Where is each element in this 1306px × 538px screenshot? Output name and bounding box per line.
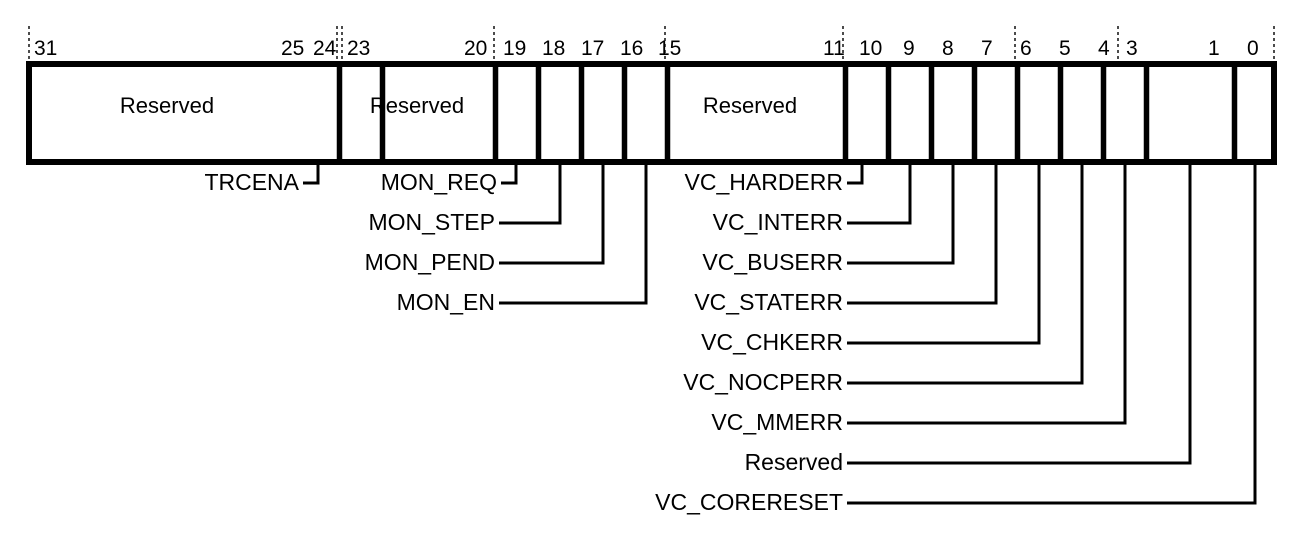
callout-label-vc-corereset: VC_CORERESET <box>655 489 843 515</box>
bit-number-19: 19 <box>503 37 526 60</box>
callout-leader-vc-staterr <box>847 162 998 305</box>
field-label-reserved: Reserved <box>703 93 797 118</box>
bit-number-8: 8 <box>942 37 954 60</box>
callout-label-trcena: TRCENA <box>204 169 299 195</box>
bit-number-7: 7 <box>981 37 993 60</box>
field-label-reserved: Reserved <box>370 93 464 118</box>
callout-label-vc-interr: VC_INTERR <box>713 209 843 235</box>
callout-label-vc-harderr: VC_HARDERR <box>685 169 843 195</box>
callout-label-vc-chkerr: VC_CHKERR <box>701 329 843 355</box>
callout-label-reserved: Reserved <box>745 449 843 475</box>
callout-leader-vc-interr <box>847 162 912 225</box>
callout-leader-vc-harderr <box>847 162 864 185</box>
callout-label-vc-mmerr: VC_MMERR <box>711 409 843 435</box>
callout-label-mon-req: MON_REQ <box>381 169 497 195</box>
bit-number-18: 18 <box>542 37 565 60</box>
bit-number-23: 23 <box>347 37 370 60</box>
callout-leader-mon-step <box>499 162 562 225</box>
callout-leader-mon-pend <box>499 162 605 265</box>
callout-label-vc-staterr: VC_STATERR <box>694 289 843 315</box>
bit-number-6: 6 <box>1020 37 1032 60</box>
callout-leader-reserved <box>847 162 1192 465</box>
register-box <box>26 61 1277 165</box>
box-field-labels: Reserved Reserved Reserved <box>120 93 797 118</box>
bit-number-11: 11 <box>823 37 845 60</box>
callout-leader-mon-req <box>501 162 518 185</box>
bit-number-17: 17 <box>581 37 604 60</box>
bit-boundary-ticks <box>28 26 1275 64</box>
callout-leader-vc-corereset <box>847 162 1257 505</box>
bit-number-10: 10 <box>859 37 882 60</box>
callout-leader-mon-en <box>499 162 648 305</box>
callout-label-mon-pend: MON_PEND <box>365 249 495 275</box>
callout-leader-vc-buserr <box>847 162 955 265</box>
callout-leader-trcena <box>303 162 320 185</box>
bit-number-15: 15 <box>658 37 681 60</box>
bit-number-25: 25 <box>281 37 304 60</box>
bit-number-31: 31 <box>34 37 57 60</box>
bit-number-24: 24 <box>313 37 337 60</box>
bit-number-0: 0 <box>1247 37 1259 60</box>
bit-number-16: 16 <box>620 37 643 60</box>
callout-leader-vc-nocperr <box>847 162 1084 385</box>
callout-leader-lines <box>303 162 1257 505</box>
bit-number-3: 3 <box>1126 37 1138 60</box>
callout-leader-vc-chkerr <box>847 162 1041 345</box>
callout-label-mon-step: MON_STEP <box>368 209 495 235</box>
callout-label-vc-buserr: VC_BUSERR <box>702 249 843 275</box>
callout-leader-vc-mmerr <box>847 162 1127 425</box>
field-label-reserved: Reserved <box>120 93 214 118</box>
callout-label-vc-nocperr: VC_NOCPERR <box>683 369 843 395</box>
bit-number-9: 9 <box>903 37 915 60</box>
bit-number-20: 20 <box>464 37 487 60</box>
callout-labels: TRCENA MON_REQ MON_STEP MON_PEND MON_EN VC_HA… <box>204 169 843 515</box>
bit-number-4: 4 <box>1098 37 1110 60</box>
cell-dividers <box>336 67 1238 159</box>
bit-number-1: 1 <box>1208 37 1220 60</box>
callout-label-mon-en: MON_EN <box>397 289 495 315</box>
bit-number-5: 5 <box>1059 37 1071 60</box>
